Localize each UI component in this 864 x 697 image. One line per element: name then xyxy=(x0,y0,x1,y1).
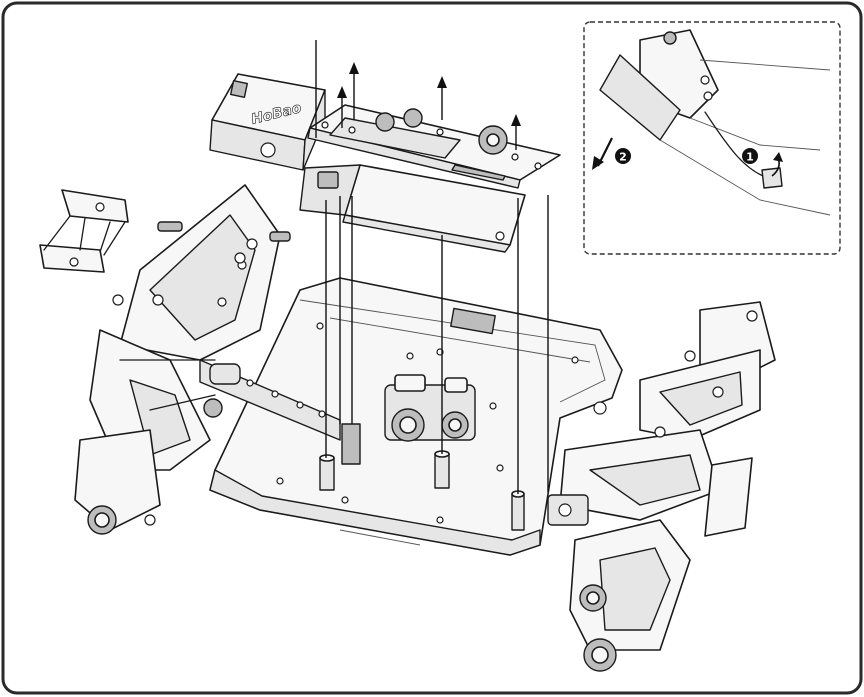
svg-text:2: 2 xyxy=(619,151,627,164)
receiver-cable xyxy=(704,111,769,179)
front-suspension xyxy=(547,301,776,672)
removal-arrows xyxy=(337,62,521,150)
down-left-arrow-icon xyxy=(592,137,613,170)
step-1-marker: 1 xyxy=(742,148,758,164)
up-arrow-icon xyxy=(511,114,521,150)
servo-mount-plate xyxy=(307,104,561,189)
screw-guide-lines xyxy=(315,40,549,494)
center-differential xyxy=(384,374,476,442)
receiver-box: HoBao xyxy=(209,73,326,171)
up-arrow-icon xyxy=(337,86,347,128)
up-arrow-icon xyxy=(349,62,359,120)
up-arrow-icon xyxy=(437,76,447,120)
step-2-marker: 2 xyxy=(615,148,631,164)
rear-suspension xyxy=(39,184,291,535)
detail-inset: 1 2 xyxy=(583,21,841,255)
svg-text:1: 1 xyxy=(746,151,754,164)
battery-box xyxy=(299,164,526,253)
